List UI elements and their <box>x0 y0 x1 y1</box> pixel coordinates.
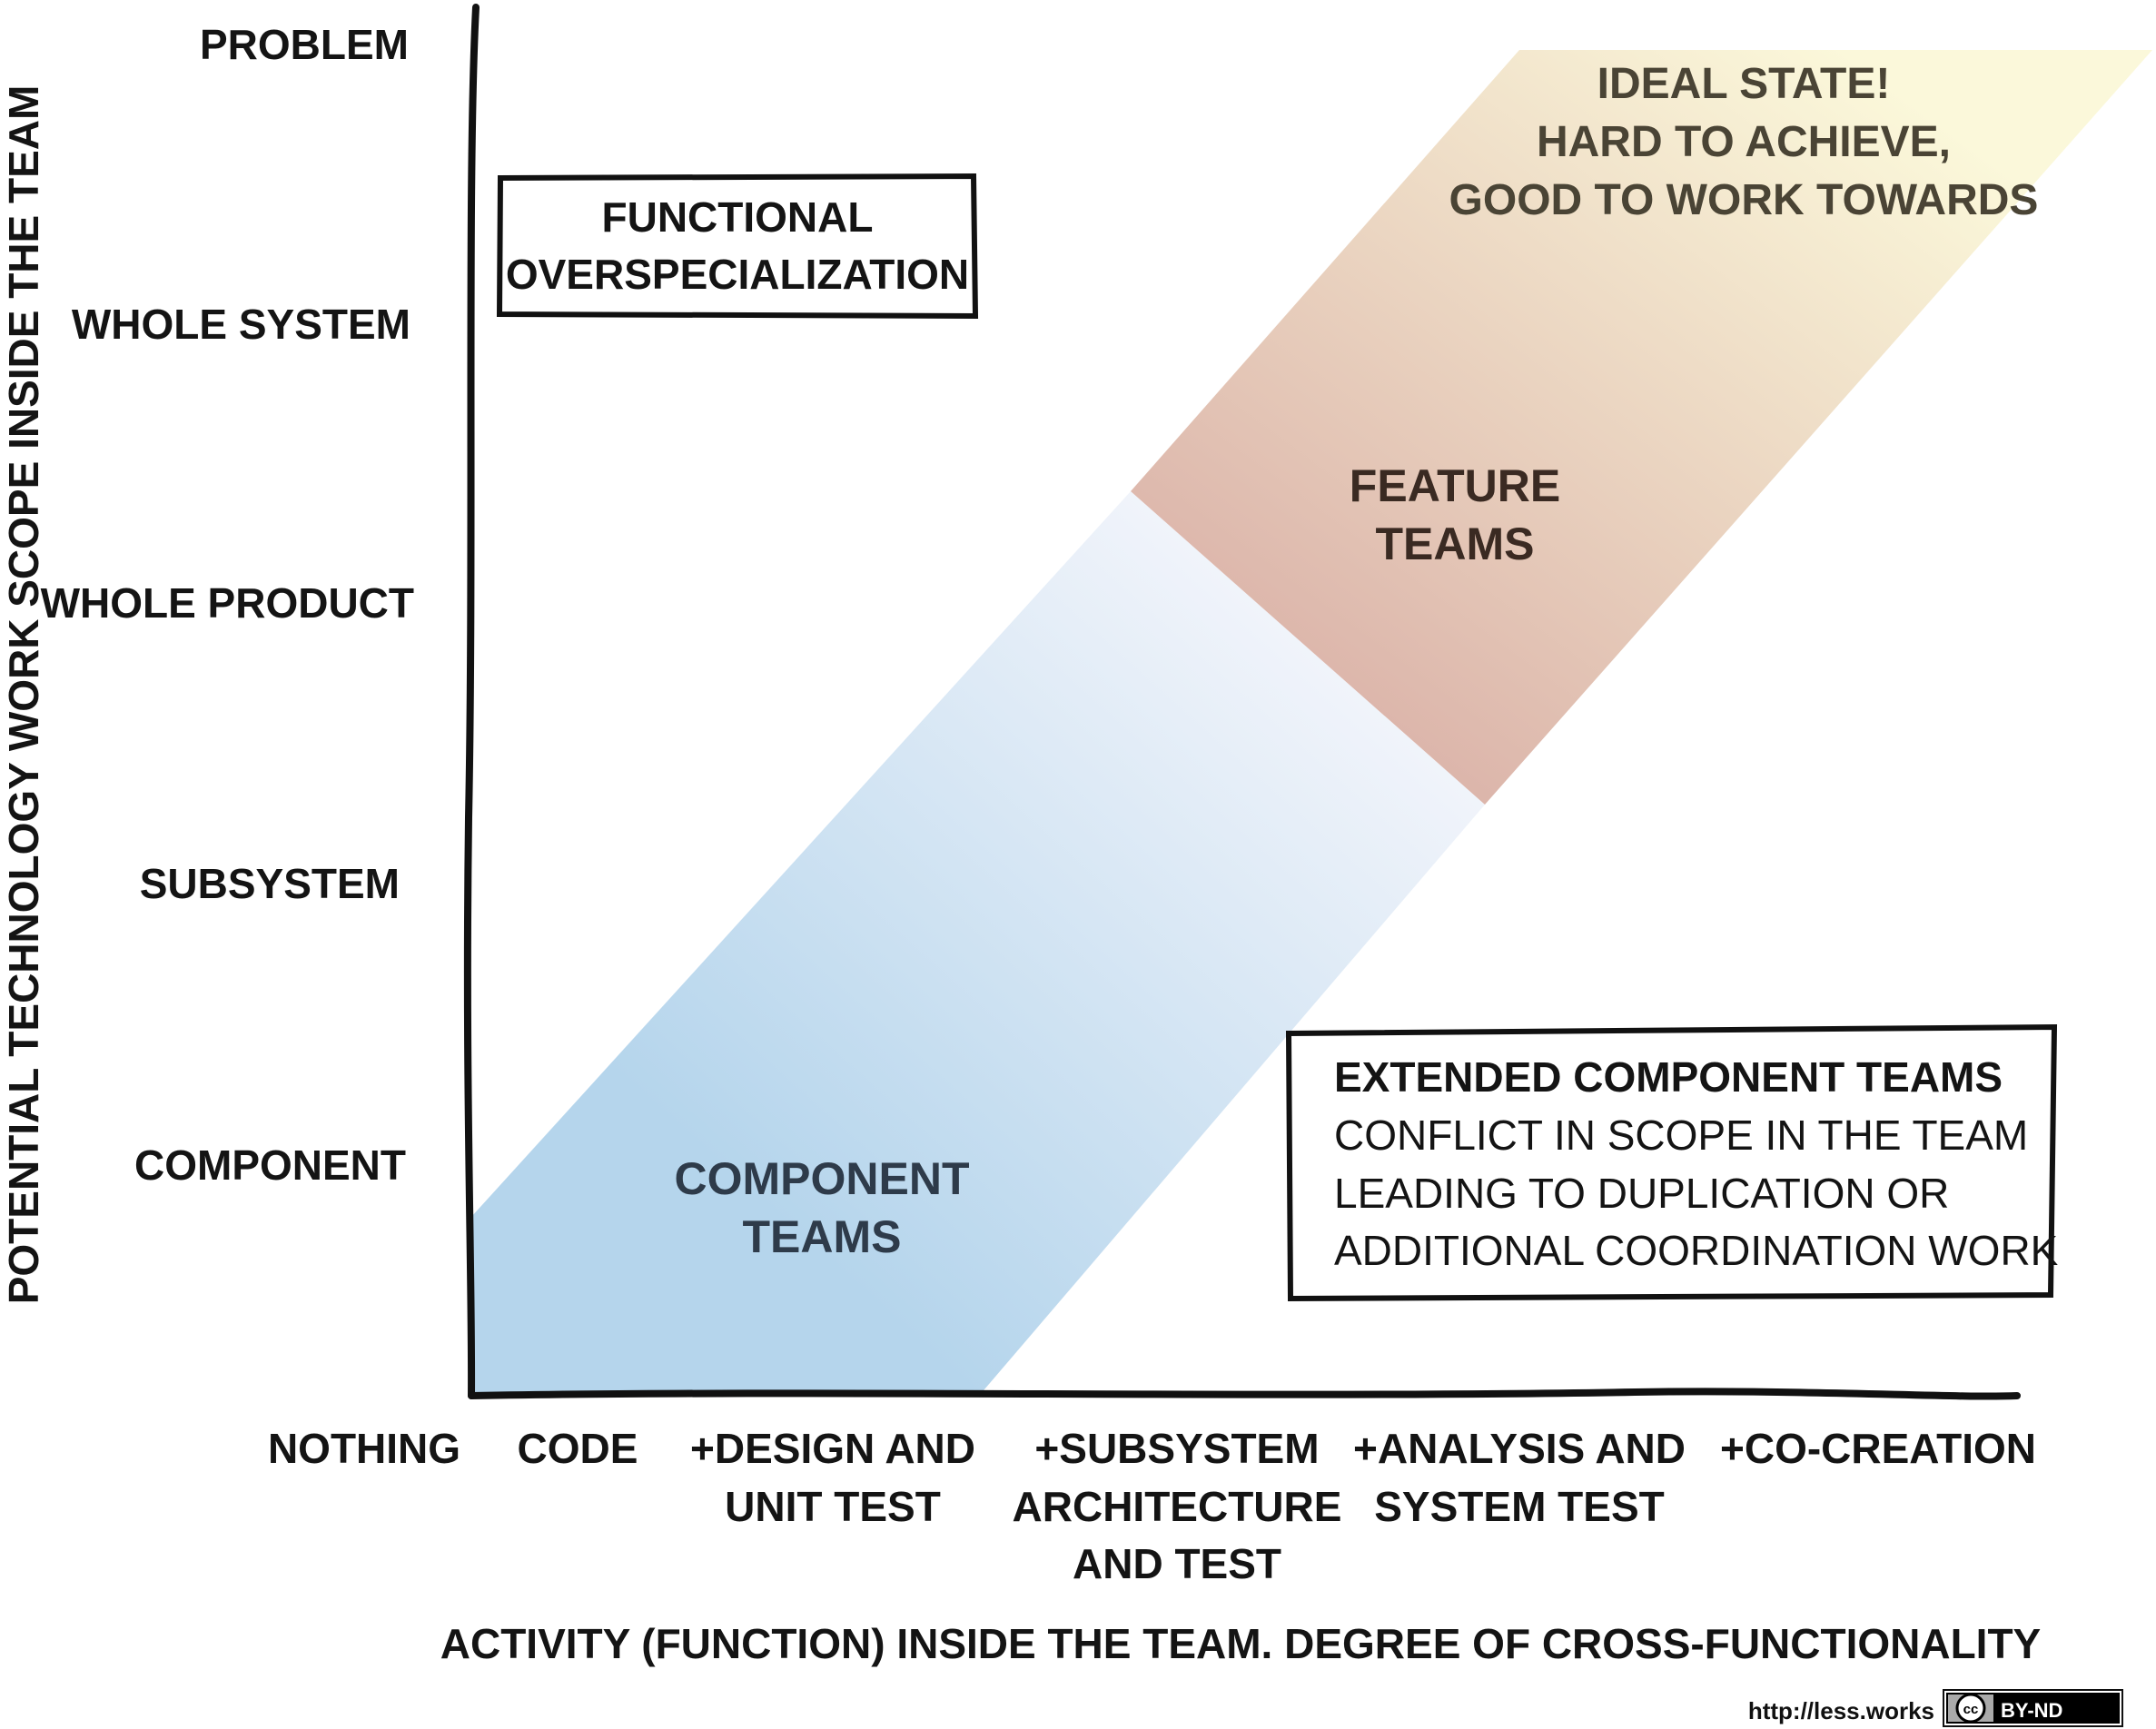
x-tick-label: +SUBSYSTEM <box>1034 1425 1319 1472</box>
x-axis-line <box>468 1388 2021 1400</box>
x-tick-label: +CO-CREATION <box>1720 1425 2036 1472</box>
component-teams-region <box>471 491 1485 1396</box>
cc-icon <box>1955 1693 1986 1724</box>
feature-teams-label: TEAMS <box>1376 519 1535 569</box>
y-tick-label: PROBLEM <box>200 21 409 68</box>
x-tick-label: CODE <box>518 1425 638 1472</box>
extended-component-teams-text: ADDITIONAL COORDINATION WORK <box>1334 1227 2059 1274</box>
y-axis-line <box>463 4 480 1399</box>
feature-teams-label: FEATURE <box>1350 460 1560 511</box>
extended-component-teams-text: LEADING TO DUPLICATION OR <box>1334 1170 1949 1217</box>
x-tick-label: UNIT TEST <box>725 1483 941 1530</box>
x-tick-label: AND TEST <box>1073 1540 1281 1587</box>
x-tick-label: ARCHITECTURE <box>1013 1483 1342 1530</box>
extended-component-teams-box <box>1285 1023 2058 1302</box>
y-tick-label: WHOLE PRODUCT <box>41 579 414 627</box>
y-tick-label: SUBSYSTEM <box>140 860 400 907</box>
component-teams-label: COMPONENT <box>675 1153 970 1204</box>
x-tick-label: +ANALYSIS AND <box>1353 1425 1686 1472</box>
ideal-state-annotation: HARD TO ACHIEVE, <box>1537 118 1951 166</box>
y-tick-label: WHOLE SYSTEM <box>72 301 410 348</box>
x-tick-label: NOTHING <box>268 1425 460 1472</box>
x-tick-label: +DESIGN AND <box>690 1425 975 1472</box>
x-axis-title: ACTIVITY (FUNCTION) INSIDE THE TEAM. DEG… <box>440 1620 2042 1667</box>
functional-overspecialization-label: OVERSPECIALIZATION <box>506 251 969 298</box>
ideal-state-annotation: GOOD TO WORK TOWARDS <box>1449 176 2039 224</box>
y-tick-label: COMPONENT <box>134 1141 406 1189</box>
ideal-state-annotation: IDEAL STATE! <box>1597 60 1891 108</box>
x-tick-label: SYSTEM TEST <box>1374 1483 1664 1530</box>
cc-icon-text: cc <box>1963 1702 1979 1717</box>
feature-teams-region <box>1131 50 2152 805</box>
component-teams-label: TEAMS <box>743 1211 902 1262</box>
extended-component-teams-title: EXTENDED COMPONENT TEAMS <box>1334 1053 2003 1101</box>
functional-overspecialization-box <box>496 173 979 320</box>
license-badge: cc BY-ND <box>1943 1689 2123 1727</box>
website-url[interactable]: http://less.works <box>1748 1697 1934 1724</box>
functional-overspecialization-label: FUNCTIONAL <box>602 193 874 241</box>
license-label: BY-ND <box>2001 1699 2062 1722</box>
extended-component-teams-text: CONFLICT IN SCOPE IN THE TEAM <box>1334 1112 2028 1159</box>
y-axis-title: POTENTIAL TECHNOLOGY WORK SCOPE INSIDE T… <box>0 85 47 1305</box>
